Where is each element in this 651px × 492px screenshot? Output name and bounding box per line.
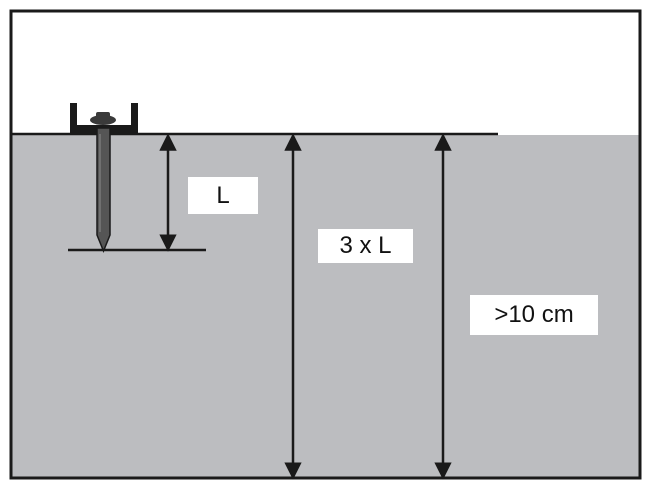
min-depth-label: >10 cm [470, 295, 598, 335]
outer-frame [9, 9, 642, 480]
u-bracket-icon [70, 103, 138, 133]
triple-depth-label: 3 x L [318, 229, 413, 263]
ground-peg-icon [96, 127, 111, 253]
peg-depth-label: L [188, 177, 258, 214]
sky-area [11, 11, 640, 135]
